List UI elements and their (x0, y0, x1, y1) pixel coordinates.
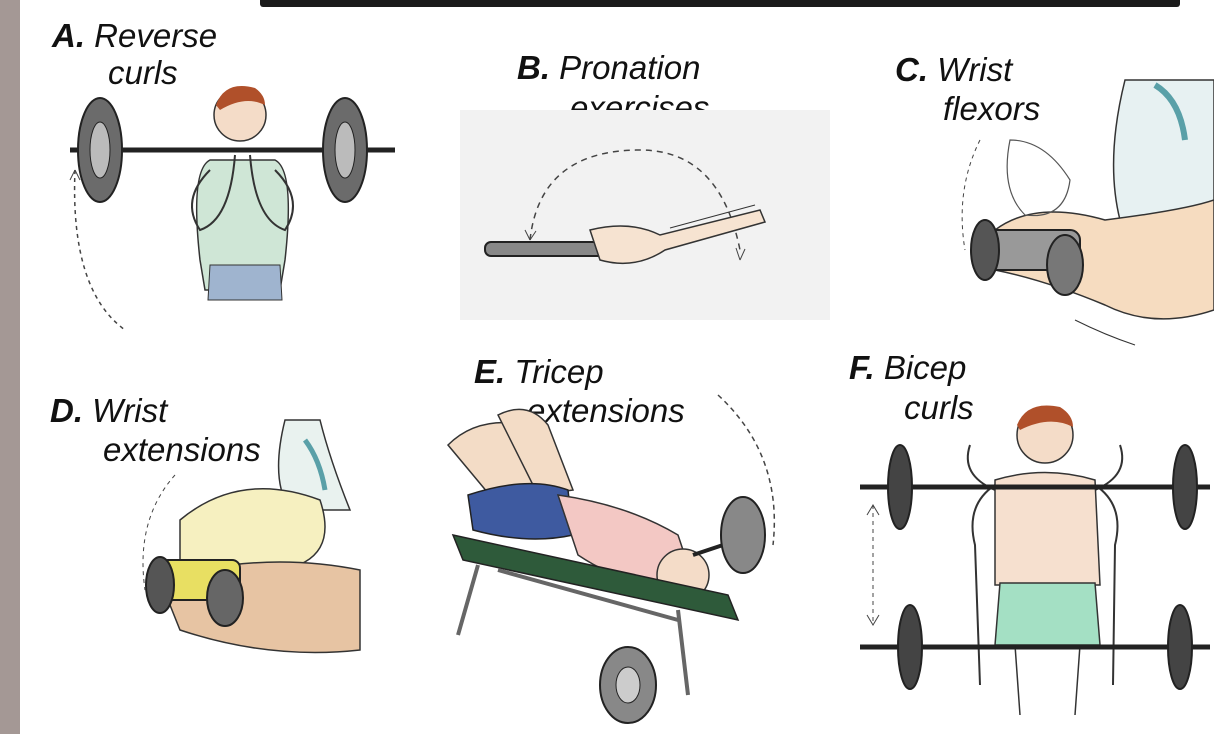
bicep-curls-illustration (855, 395, 1210, 725)
label-tricep-extensions: E. Tricep (474, 354, 604, 389)
tricep-extensions-illustration (438, 395, 783, 730)
wrist-extensions-illustration (120, 420, 360, 660)
label-bicep-curls: F. Bicep (849, 350, 966, 385)
left-border-strip (0, 0, 20, 734)
wrist-flexors-illustration (955, 80, 1214, 345)
reverse-curls-illustration (60, 60, 410, 360)
label-reverse-curls: A. Reverse (52, 18, 217, 53)
label-pronation-exercises: B. Pronation (517, 50, 700, 85)
cropped-title-band (20, 0, 1214, 14)
pronation-illustration (460, 110, 830, 320)
